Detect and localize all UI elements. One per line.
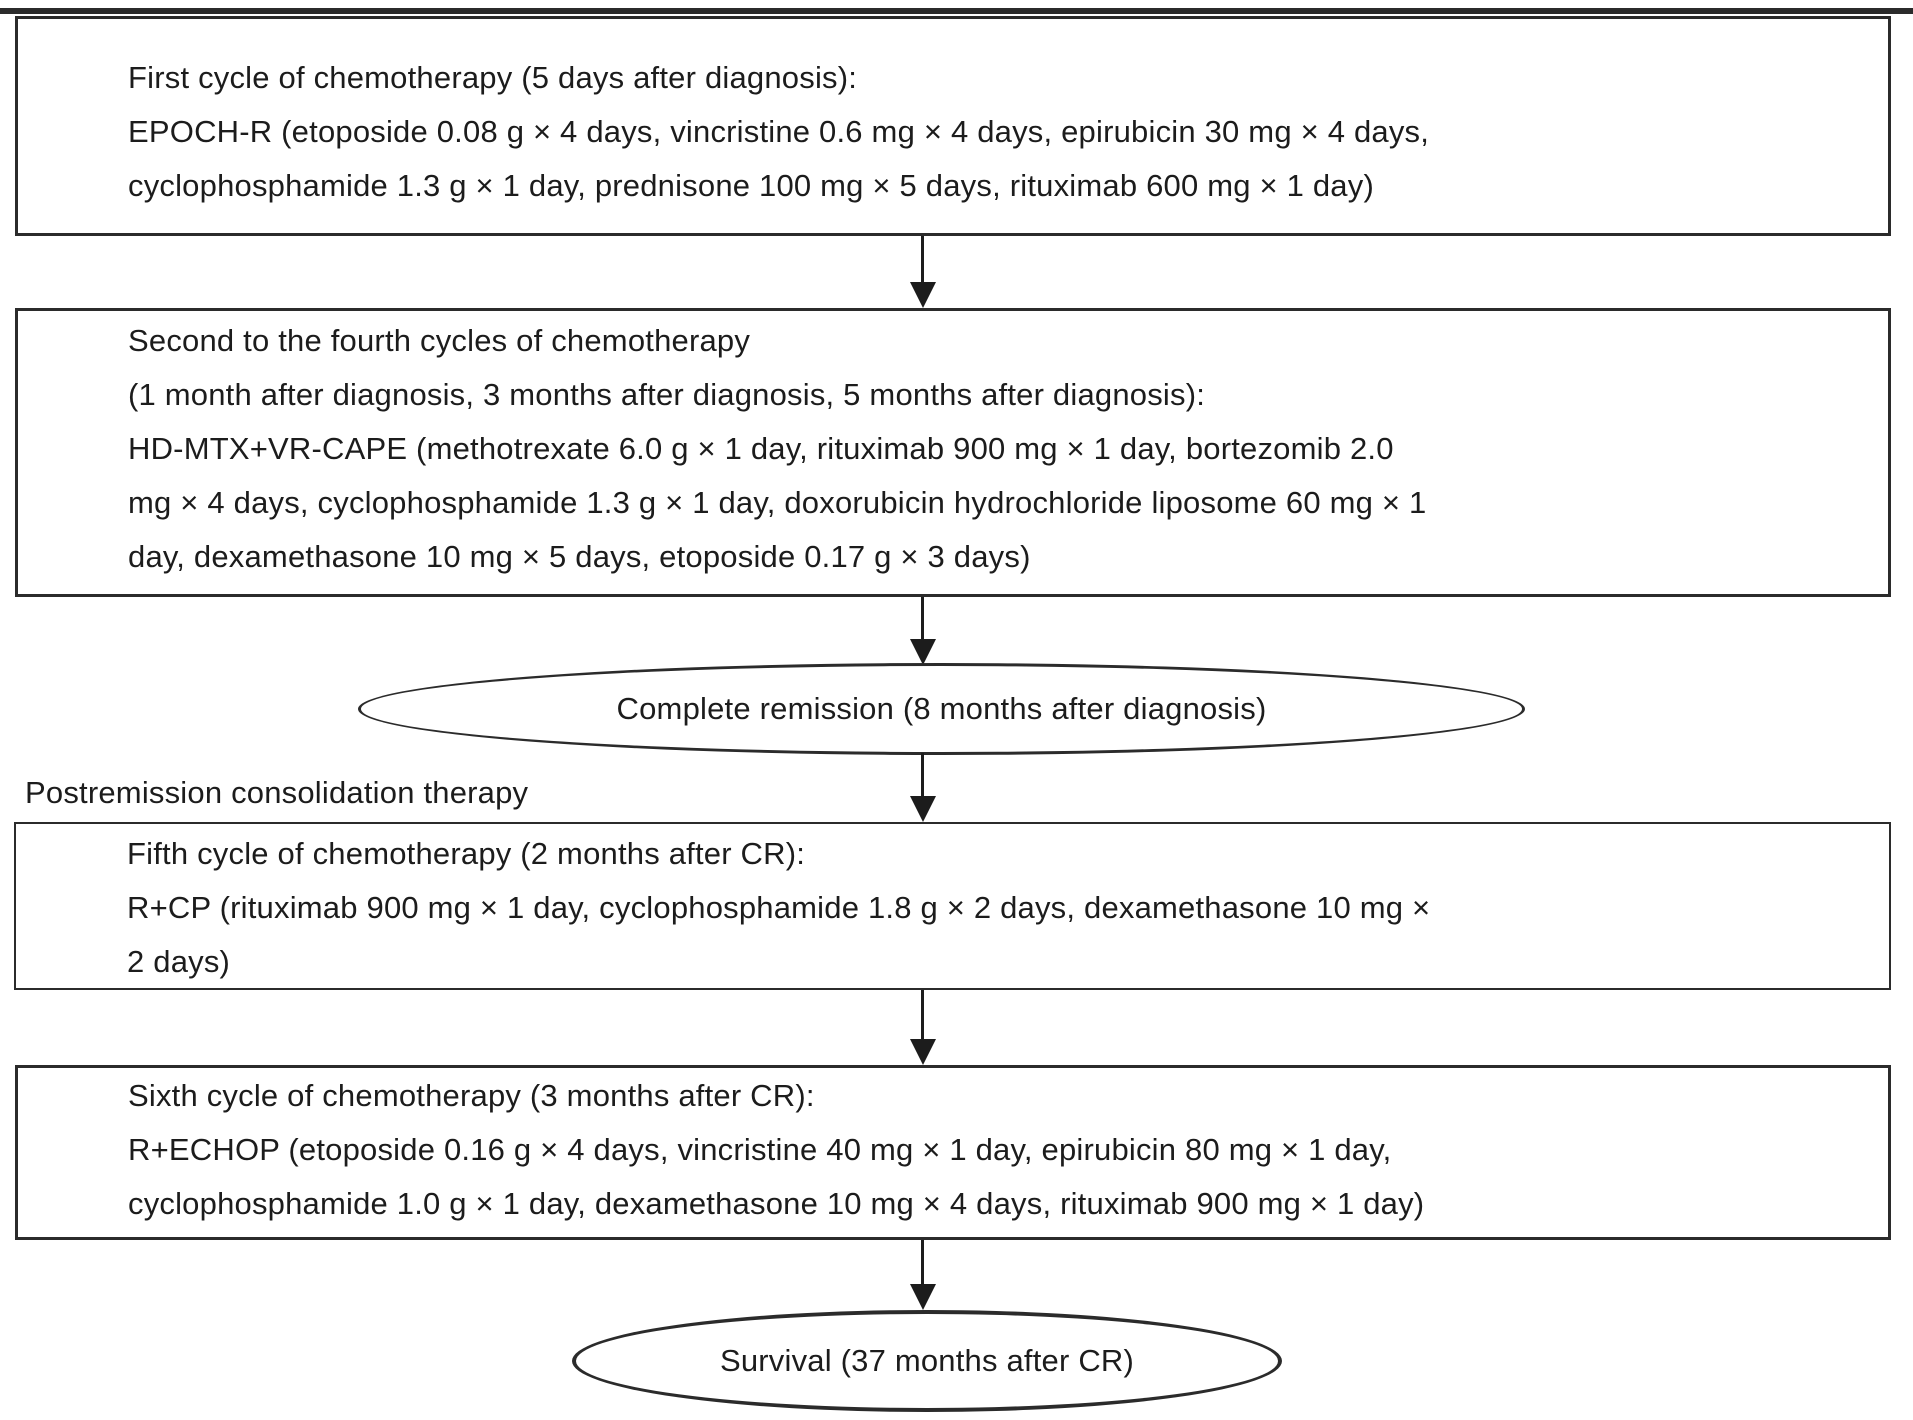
box-text-line: cyclophosphamide 1.0 g × 1 day, dexameth…	[128, 1186, 1425, 1221]
box-text-line: day, dexamethasone 10 mg × 5 days, etopo…	[128, 539, 1031, 574]
arrow-shaft	[921, 597, 924, 643]
box-text-line: mg × 4 days, cyclophosphamide 1.3 g × 1 …	[128, 485, 1427, 520]
box-text-line: R+CP (rituximab 900 mg × 1 day, cyclopho…	[127, 890, 1431, 925]
arrowhead-down-icon	[910, 1039, 936, 1065]
arrow-shaft	[921, 990, 924, 1043]
arrow-shaft	[921, 1240, 924, 1288]
box-text-line: Second to the fourth cycles of chemother…	[128, 323, 751, 358]
box-text-line: Fifth cycle of chemotherapy (2 months af…	[127, 836, 806, 871]
box-text-line: HD-MTX+VR-CAPE (methotrexate 6.0 g × 1 d…	[128, 431, 1394, 466]
second-to-fourth-cycles-box: Second to the fourth cycles of chemother…	[15, 308, 1891, 597]
flow-arrow	[910, 990, 936, 1065]
box-text-line: EPOCH-R (etoposide 0.08 g × 4 days, vinc…	[128, 114, 1430, 149]
fifth-cycle-box: Fifth cycle of chemotherapy (2 months af…	[14, 822, 1891, 990]
postremission-section-label: Postremission consolidation therapy	[25, 775, 529, 810]
sixth-cycle-box: Sixth cycle of chemotherapy (3 months af…	[15, 1065, 1891, 1240]
flow-arrow	[910, 753, 936, 822]
top-border-rule	[0, 8, 1913, 14]
arrowhead-down-icon	[910, 796, 936, 822]
box-text-line: First cycle of chemotherapy (5 days afte…	[128, 60, 858, 95]
first-cycle-box: First cycle of chemotherapy (5 days afte…	[15, 16, 1891, 236]
arrow-shaft	[921, 236, 924, 286]
flow-arrow	[910, 1240, 936, 1310]
box-text-line: R+ECHOP (etoposide 0.16 g × 4 days, vinc…	[128, 1132, 1392, 1167]
arrowhead-down-icon	[910, 639, 936, 665]
ellipse-text: Complete remission (8 months after diagn…	[616, 691, 1267, 726]
box-text-line: Sixth cycle of chemotherapy (3 months af…	[128, 1078, 815, 1113]
arrowhead-down-icon	[910, 282, 936, 308]
arrowhead-down-icon	[910, 1284, 936, 1310]
box-text-line: 2 days)	[127, 944, 231, 979]
flow-arrow	[910, 236, 936, 308]
flow-arrow	[910, 597, 936, 665]
survival-ellipse: Survival (37 months after CR)	[572, 1310, 1282, 1412]
ellipse-text: Survival (37 months after CR)	[719, 1343, 1135, 1378]
box-text-line: (1 month after diagnosis, 3 months after…	[128, 377, 1206, 412]
box-text-line: cyclophosphamide 1.3 g × 1 day, predniso…	[128, 168, 1374, 203]
complete-remission-ellipse: Complete remission (8 months after diagn…	[358, 663, 1525, 755]
arrow-shaft	[921, 753, 924, 800]
